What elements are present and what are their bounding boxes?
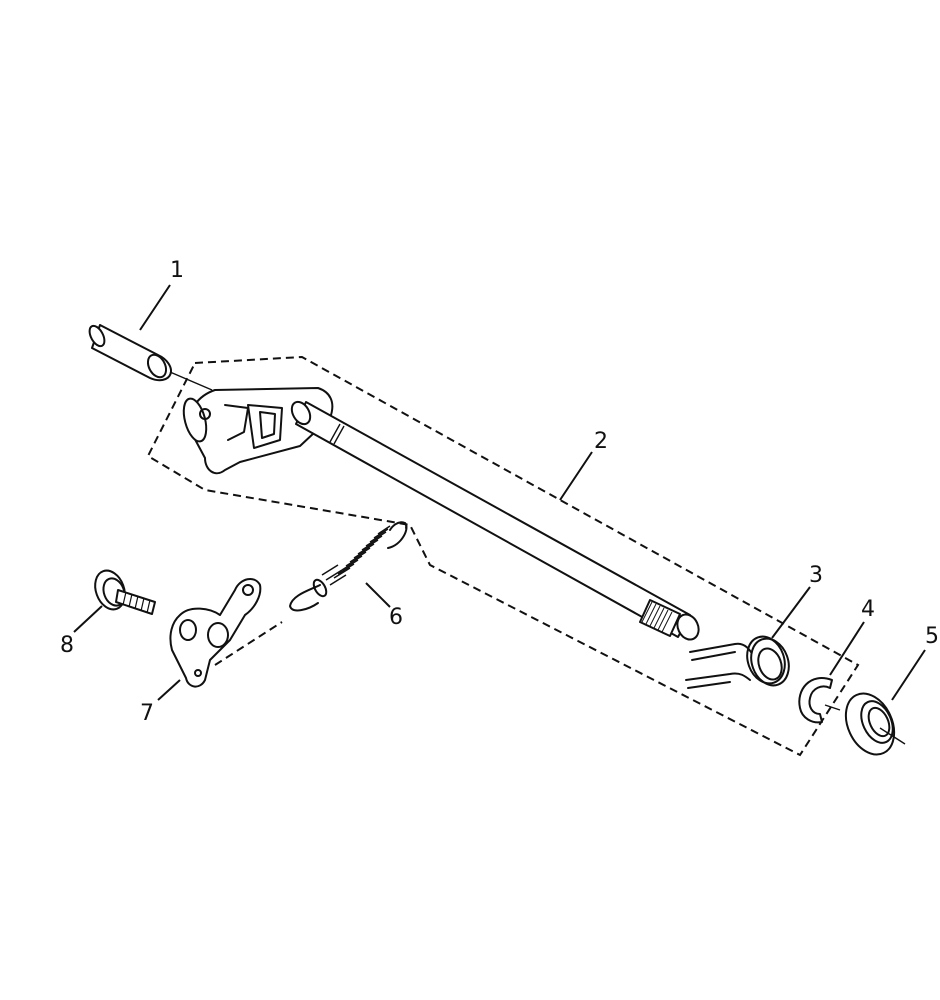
shift-shaft-part-2 xyxy=(182,387,700,641)
callout-3: 3 xyxy=(809,563,823,588)
callout-7: 7 xyxy=(140,701,154,726)
oil-seal-part-5 xyxy=(844,692,906,756)
callout-4: 4 xyxy=(861,597,875,622)
tension-spring-part-6 xyxy=(289,521,408,612)
callout-5: 5 xyxy=(925,624,939,649)
pin-part-1 xyxy=(88,324,213,391)
callout-8: 8 xyxy=(60,633,74,658)
stopper-lever-part-7 xyxy=(169,578,283,688)
callout-2: 2 xyxy=(594,429,608,454)
leader-lines xyxy=(73,284,926,701)
assembly-boundary xyxy=(146,355,860,757)
bolt-part-8 xyxy=(94,569,156,615)
callout-6: 6 xyxy=(389,605,403,630)
torsion-spring-part-3 xyxy=(685,635,790,689)
callout-1: 1 xyxy=(170,258,184,283)
e-clip-part-4 xyxy=(798,677,841,724)
